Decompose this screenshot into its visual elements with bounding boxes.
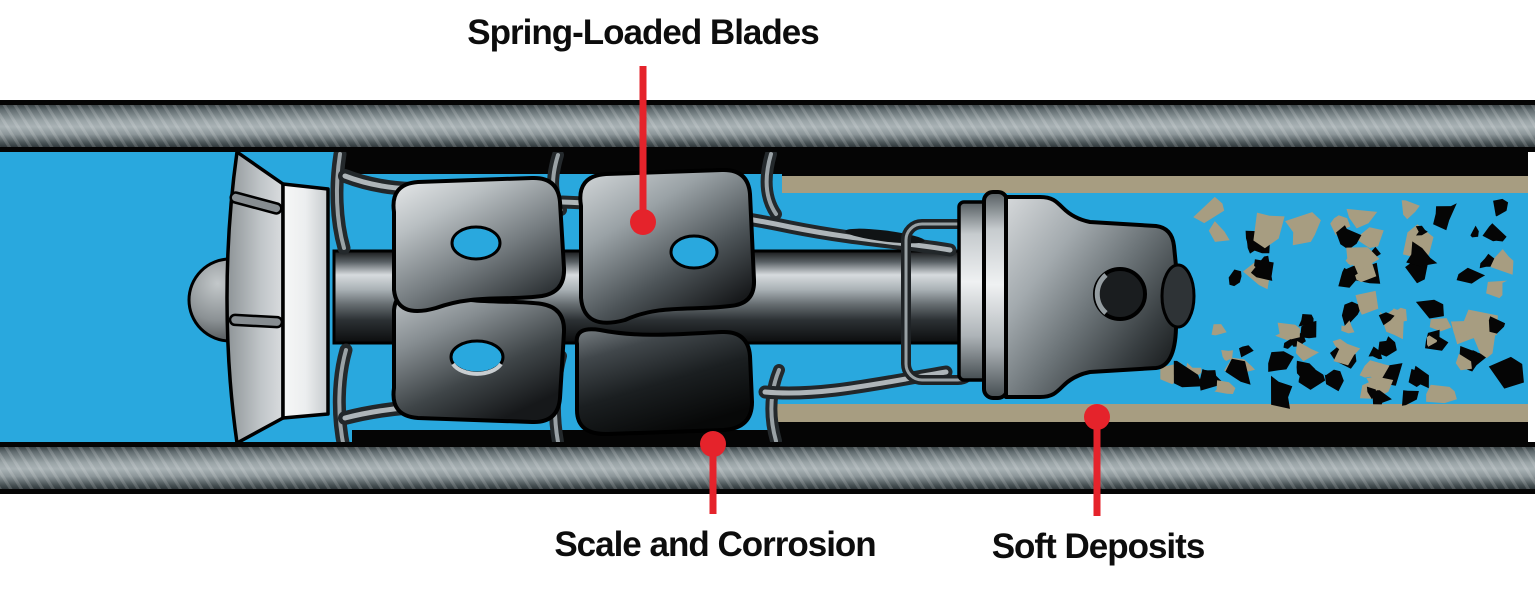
debris-chunk: [1173, 360, 1203, 388]
debris-chunk: [1275, 322, 1300, 341]
debris-chunk: [1406, 241, 1438, 267]
debris-chunk: [1355, 290, 1379, 315]
debris-chunk: [1285, 212, 1321, 246]
debris-chunk: [1239, 345, 1254, 358]
body-port-hole: [1093, 267, 1147, 321]
debris-chunk: [1426, 384, 1457, 404]
debris-chunk: [1346, 247, 1380, 272]
spring-blade-upper-left: [391, 175, 567, 313]
callout-dot: [630, 209, 656, 235]
debris-chunk: [1401, 200, 1420, 220]
debris-chunk: [1377, 336, 1397, 357]
cleaning-tool: [187, 147, 1196, 455]
debris-chunk: [1485, 280, 1508, 299]
callout-soft-deposits: [1084, 404, 1110, 516]
pipe-bottom-wall: [0, 442, 1535, 494]
debris-chunk: [1493, 198, 1509, 217]
debris-chunk: [1204, 369, 1217, 377]
debris-chunk: [1433, 203, 1457, 231]
debris-chunk: [1225, 358, 1251, 385]
debris-chunk: [1341, 301, 1362, 328]
debris-field: [1160, 196, 1524, 409]
debris-chunk: [1470, 225, 1479, 238]
debris-chunk: [1415, 299, 1444, 319]
debris-chunk: [1330, 215, 1351, 236]
debris-chunk: [1336, 225, 1362, 250]
debris-chunk: [1456, 267, 1486, 284]
debris-chunk: [1193, 196, 1225, 224]
debris-chunk: [1473, 325, 1496, 359]
debris-chunk: [1283, 339, 1293, 349]
debris-chunk: [1468, 350, 1478, 357]
label-scale-and-corrosion: Scale and Corrosion: [554, 525, 876, 564]
cone-slot-top: [229, 191, 283, 215]
debris-chunk: [1455, 353, 1472, 371]
tool-body: [1004, 195, 1178, 399]
debris-chunk: [1341, 320, 1355, 334]
debris-chunk: [1324, 369, 1344, 392]
debris-chunk: [1355, 227, 1384, 248]
tool-tip: [1160, 263, 1196, 329]
label-spring-loaded-blades: Spring-Loaded Blades: [467, 13, 819, 52]
debris-chunk: [1427, 335, 1437, 347]
debris-chunk: [1415, 225, 1428, 236]
callout-scale-and-corrosion: [700, 431, 726, 514]
debris-chunk: [1295, 341, 1319, 362]
debris-chunk: [1489, 249, 1514, 275]
label-soft-deposits: Soft Deposits: [991, 527, 1206, 566]
debris-chunk: [1429, 318, 1452, 332]
scale-layer-bottom: [352, 420, 1528, 444]
debris-chunk: [1452, 321, 1470, 336]
debris-chunk: [1271, 375, 1293, 409]
debris-chunk: [1300, 320, 1317, 339]
callout-spring-loaded-blades: [630, 66, 656, 235]
debris-chunk: [1368, 346, 1383, 360]
debris-chunk: [1402, 390, 1419, 406]
debris-chunk: [1253, 212, 1285, 249]
debris-chunk: [1208, 221, 1230, 242]
callout-dot: [1084, 404, 1110, 430]
debris-chunk: [1211, 324, 1227, 336]
debris-chunk: [1228, 269, 1242, 287]
debris-chunk: [1482, 223, 1507, 242]
debris-chunk: [1250, 255, 1273, 281]
debris-chunk: [1332, 338, 1347, 350]
debris-chunk: [1488, 356, 1524, 389]
cone-slot-bottom: [228, 313, 284, 329]
spring-blade-upper-right: [578, 167, 757, 325]
debris-chunk: [1378, 312, 1395, 326]
debris-chunk: [1214, 380, 1236, 394]
deposit-layer-top: [782, 176, 1528, 193]
deposit-layer-bottom: [772, 404, 1528, 422]
debris-chunk: [1402, 224, 1434, 260]
sealing-disc: [982, 190, 1009, 400]
debris-chunk: [1268, 351, 1294, 372]
spring-blade-lower-right: [574, 327, 754, 437]
debris-chunk: [1372, 390, 1392, 405]
debris-chunk: [1338, 267, 1357, 288]
debris-chunk: [1408, 368, 1423, 387]
callout-dot: [700, 431, 726, 457]
debris-chunk: [1479, 253, 1495, 269]
guide-cone: [187, 150, 330, 445]
debris-chunk: [1488, 316, 1506, 334]
debris-chunk: [1392, 307, 1407, 323]
debris-chunk: [1296, 360, 1316, 382]
debris-chunk: [1367, 361, 1390, 380]
debris-chunk: [1366, 376, 1394, 396]
pipe-top-wall: [0, 100, 1535, 152]
debris-chunk: [1346, 208, 1378, 229]
